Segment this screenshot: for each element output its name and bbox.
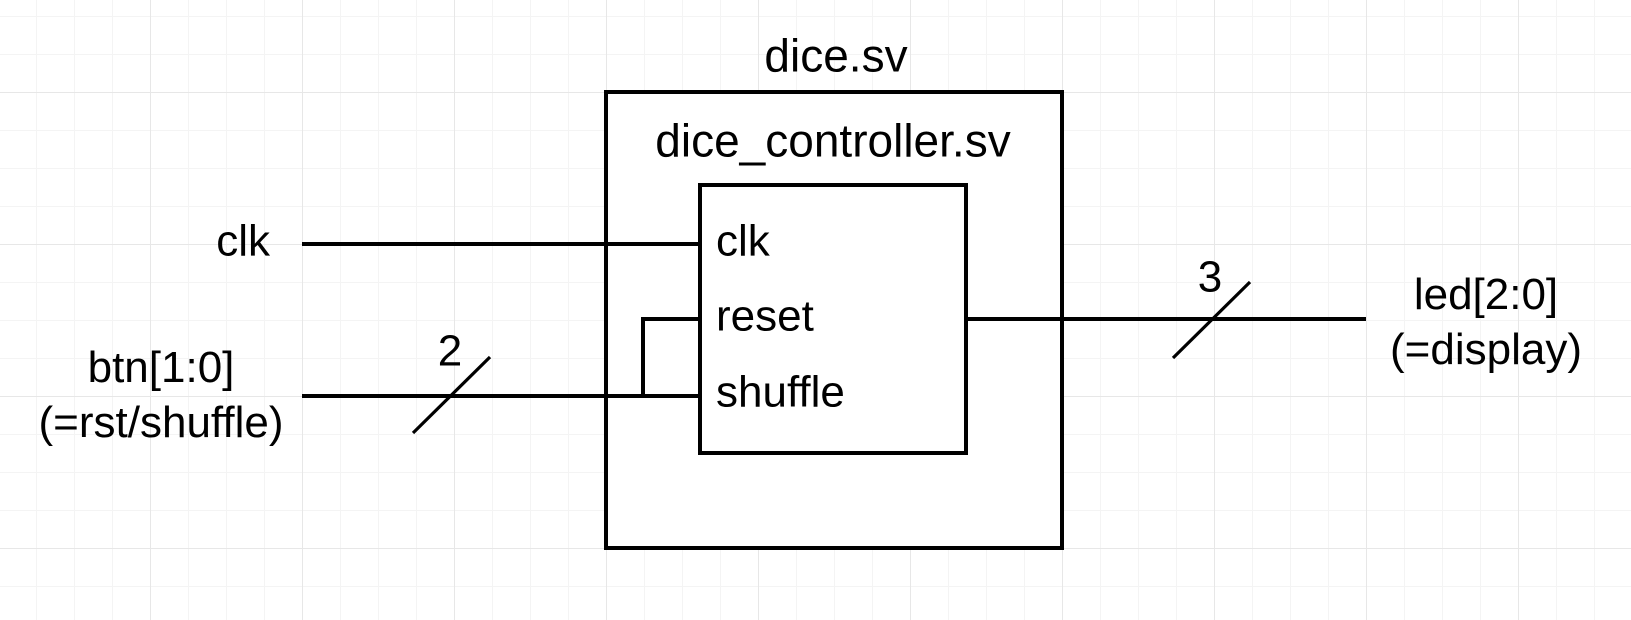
output-led-label[interactable]: led[2:0] (=display) [1390, 267, 1582, 377]
port-label-reset[interactable]: reset [716, 291, 814, 341]
input-clk-label[interactable]: clk [216, 216, 270, 266]
port-label-shuffle[interactable]: shuffle [716, 367, 845, 417]
outer-module-title[interactable]: dice.sv [764, 29, 908, 82]
led-bus-slash[interactable] [1171, 280, 1252, 360]
inner-module-box[interactable] [698, 183, 968, 455]
port-label-clk[interactable]: clk [716, 216, 770, 266]
input-btn-label[interactable]: btn[1:0] (=rst/shuffle) [39, 340, 284, 450]
btn-bus-width[interactable]: 2 [437, 326, 463, 376]
led-bus-width[interactable]: 3 [1197, 252, 1223, 302]
inner-module-title[interactable]: dice_controller.sv [655, 114, 1011, 167]
input-btn-label-line1: btn[1:0] [87, 343, 235, 392]
reset-branch-wire[interactable] [641, 317, 700, 396]
output-led-label-line1: led[2:0] [1413, 270, 1559, 319]
output-led-label-line2: (=display) [1390, 325, 1582, 374]
input-btn-label-line2: (=rst/shuffle) [38, 398, 284, 447]
btn-bus-slash[interactable] [411, 355, 492, 435]
